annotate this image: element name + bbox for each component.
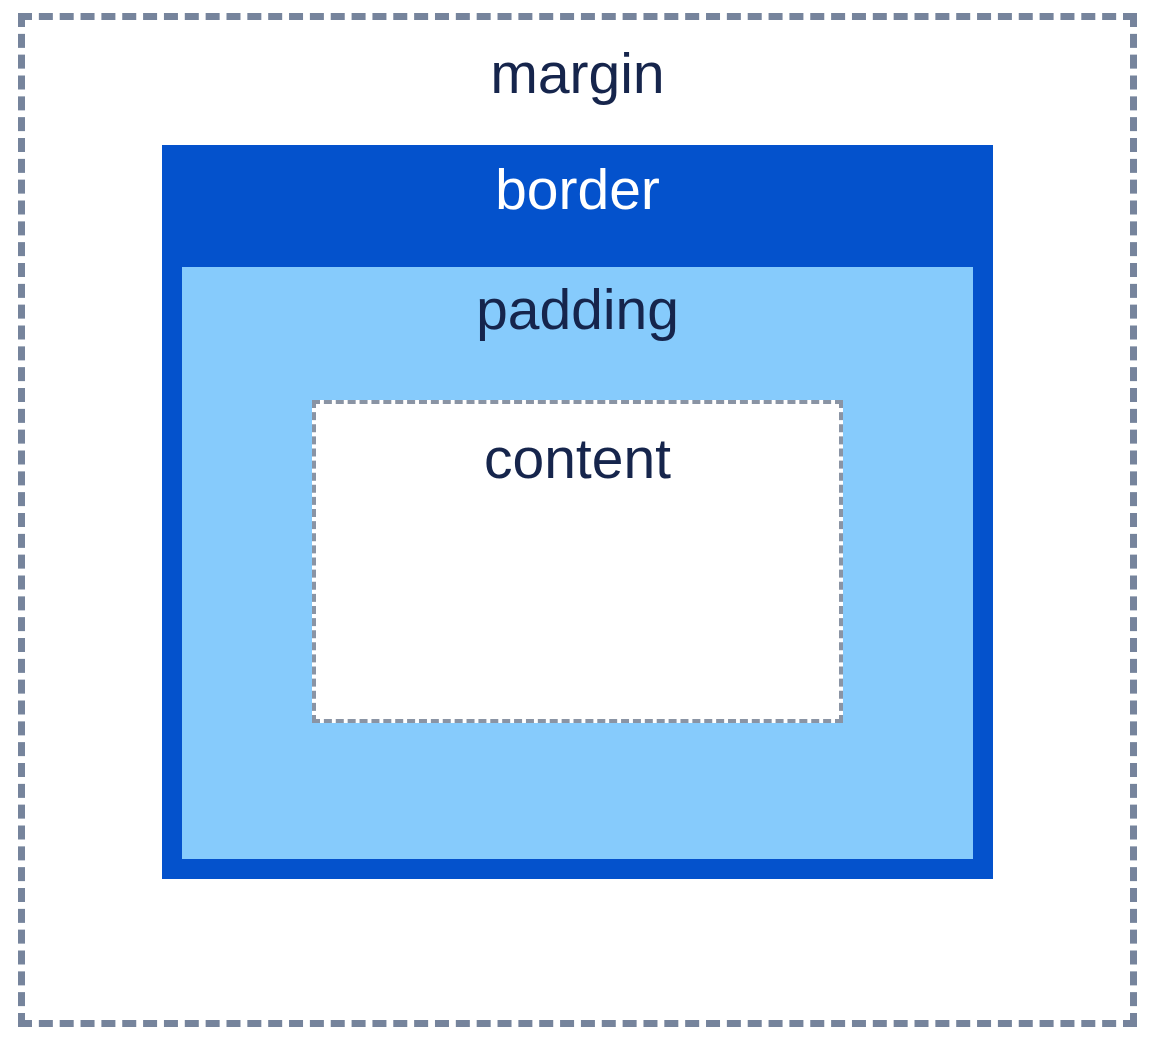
padding-label: padding xyxy=(476,278,679,342)
content-label: content xyxy=(484,427,671,491)
padding-box: padding content xyxy=(182,267,973,859)
border-box: border padding content xyxy=(162,145,993,879)
border-label: border xyxy=(495,158,660,222)
content-box: content xyxy=(312,400,843,723)
margin-box: margin border padding content xyxy=(18,13,1137,1027)
margin-label: margin xyxy=(490,42,665,106)
